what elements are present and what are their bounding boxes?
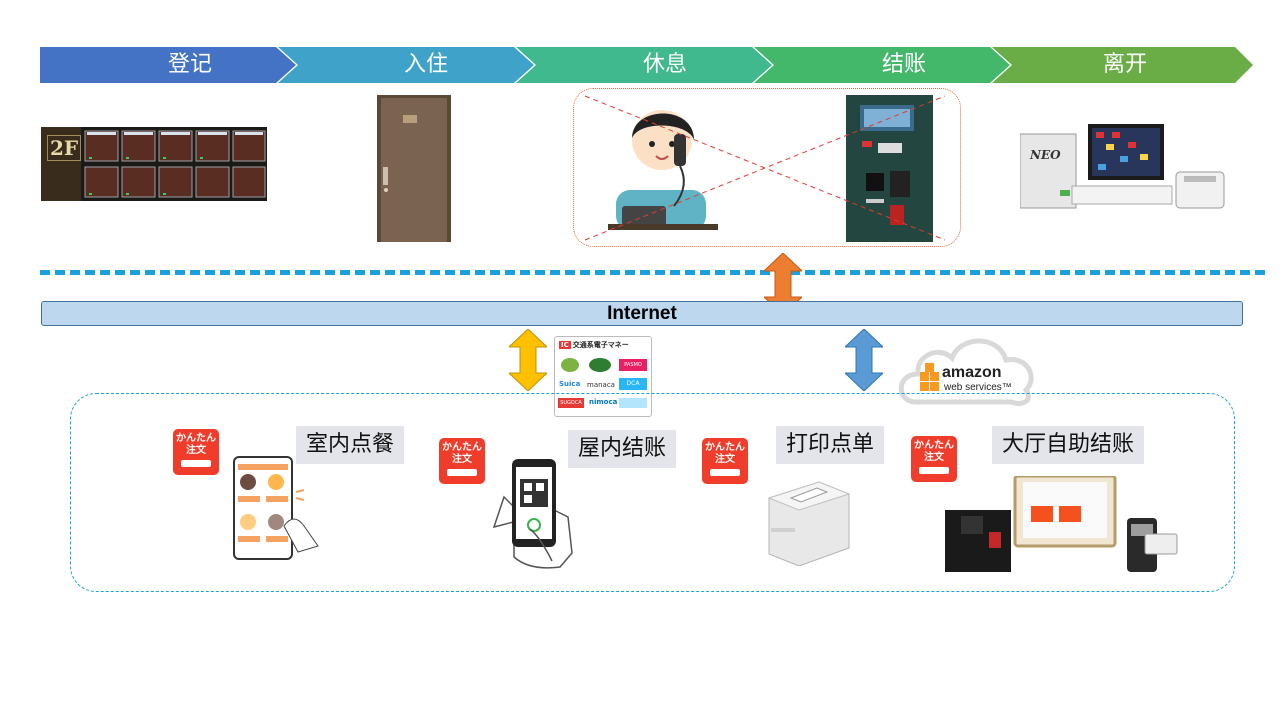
stage-label-leave: 离开 (1102, 52, 1147, 77)
stage-chevron-5 (992, 47, 1253, 83)
services-group (70, 393, 1235, 592)
room-panel-photo: 2F (41, 127, 267, 201)
aws-cloud (898, 338, 1034, 406)
stage-chevron-1 (40, 47, 296, 83)
kantan-badge-1: かんたん注文 (173, 429, 219, 475)
brand-suica (561, 358, 579, 372)
brand-nimoca: nimoca (589, 398, 618, 406)
receipt-printer-photo (765, 478, 851, 567)
stage-chevron-3 (516, 47, 772, 83)
aws-logo-amazon: amazon (942, 364, 1002, 381)
blue-double-arrow (845, 329, 883, 391)
feature-label-lobby-checkout: 大厅自助结账 (992, 426, 1145, 464)
orange-double-arrow (764, 253, 802, 315)
stage-label-rest: 休息 (642, 52, 687, 77)
brand-manaca: manaca (587, 381, 615, 389)
kantan-badge-3: かんたん注文 (702, 438, 748, 484)
stage-label-checkin: 登记 (167, 52, 212, 77)
ic-icon: IC (559, 341, 571, 349)
cross-out-lines (584, 95, 946, 241)
brand-dca: DCA (619, 378, 647, 390)
stage-label-checkout: 结账 (881, 52, 926, 77)
qr-payment-smartphone (490, 457, 580, 571)
brand-suica-text: Suica (559, 380, 581, 388)
yellow-double-arrow (509, 329, 547, 391)
lobby-kiosk-photo (945, 474, 1185, 574)
aws-logo-webservices: web services™ (944, 382, 1012, 393)
brand-sugoca-circle (589, 358, 611, 372)
process-flow (40, 47, 1253, 83)
room-door-photo (377, 95, 451, 242)
kantan-badge-2: かんたん注文 (439, 438, 485, 484)
stage-chevron-4 (754, 47, 1010, 83)
checkout-pc-photo: NEO (1019, 124, 1226, 210)
feature-label-print-order: 打印点单 (776, 426, 885, 464)
floor-sign: 2F (47, 135, 82, 161)
stage-label-stay: 入住 (403, 52, 448, 77)
kantan-badge-4: かんたん注文 (911, 436, 957, 482)
stage-chevron-2 (278, 47, 534, 83)
internet-bar: Internet (41, 301, 1243, 326)
brand-sugoca: SUGOCA (558, 398, 584, 408)
feature-label-room-order: 室内点餐 (296, 426, 405, 464)
ordering-smartphone (232, 456, 320, 560)
legacy-process-box (573, 88, 961, 247)
network-separator (40, 270, 1265, 275)
feature-label-room-checkout: 屋内结账 (568, 430, 677, 468)
brand-pasmo: PASMO (619, 359, 647, 371)
brand-pitapa (619, 398, 647, 408)
pc-brand-logo: NEO (1030, 148, 1061, 162)
